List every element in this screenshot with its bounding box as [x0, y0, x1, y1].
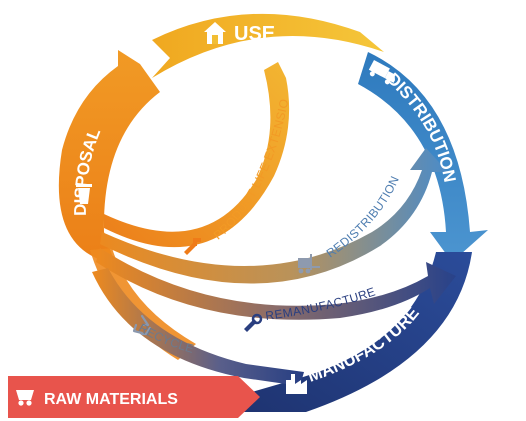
- wrench-icon: [244, 313, 263, 332]
- remanufacture-arrow: [96, 248, 456, 320]
- distribution-segment: [358, 52, 488, 262]
- use-label: USE: [234, 23, 275, 45]
- raw-materials-banner: RAW MATERIALS: [8, 376, 260, 418]
- house-icon: [204, 22, 226, 44]
- tools-icon: [184, 238, 201, 255]
- raw-materials-label: RAW MATERIALS: [44, 391, 178, 408]
- product-life-extension-arrow: [104, 62, 290, 248]
- truck-icon: [368, 60, 395, 85]
- mine-cart-icon: [16, 390, 34, 406]
- redistribution-arrow: [100, 148, 448, 284]
- trash-can-icon: [76, 184, 92, 204]
- ring-lower-left: [90, 248, 196, 360]
- raw-materials-shape: [8, 376, 260, 418]
- recycle-icon: [132, 314, 152, 336]
- forklift-icon: [298, 254, 320, 274]
- factory-icon: [286, 374, 307, 394]
- disposal-segment: [58, 50, 160, 272]
